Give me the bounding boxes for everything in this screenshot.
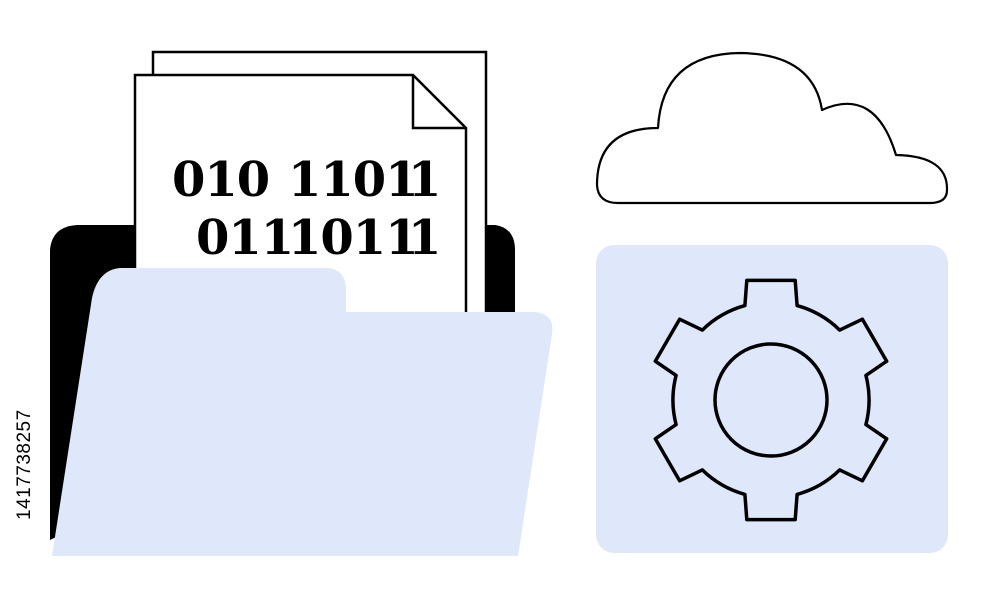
binary-row-1-group-2: 1101 xyxy=(288,152,418,208)
document-folded-corner xyxy=(411,75,466,130)
binary-row-1-group-1: 010 xyxy=(172,152,269,208)
binary-row-2-group-1: 011 xyxy=(196,210,293,266)
gear-icon xyxy=(653,278,889,522)
stock-id-label: 1417738257 xyxy=(14,409,35,520)
binary-row-2-group-3: 1 xyxy=(408,210,440,266)
cloud-icon xyxy=(595,51,949,205)
gear-hole xyxy=(713,342,829,458)
gear-outline xyxy=(653,278,889,522)
document-icon: 010 1101 1 011 1011 1 xyxy=(133,73,468,342)
folder-icon xyxy=(52,268,553,556)
settings-panel xyxy=(596,245,948,553)
binary-row-1-group-3: 1 xyxy=(408,152,440,208)
binary-row-2-group-2: 1011 xyxy=(288,210,418,266)
